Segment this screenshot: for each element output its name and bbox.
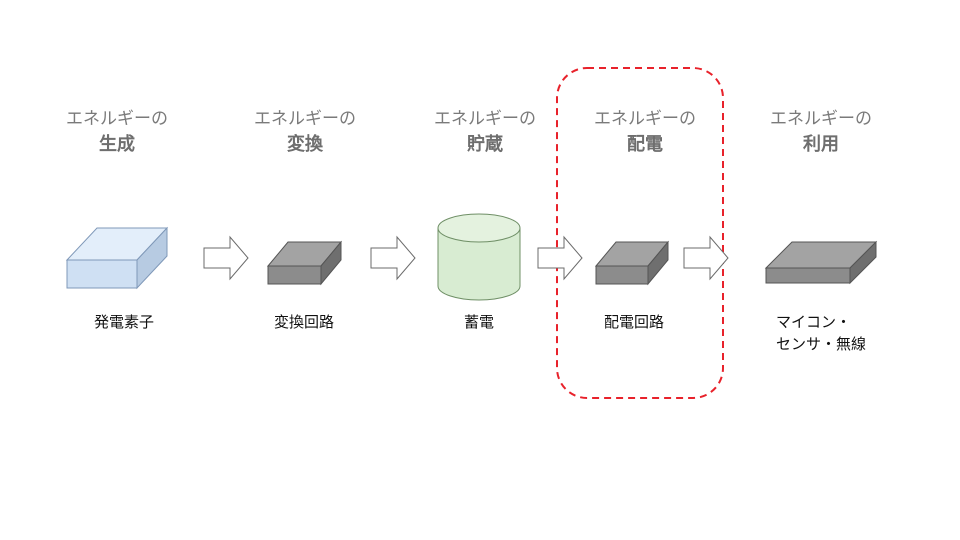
caption-storage: 蓄電	[463, 313, 494, 331]
highlight-box	[556, 67, 724, 399]
arrow-right-icon	[370, 235, 416, 281]
arrow-right-icon	[203, 235, 249, 281]
caption-distribution: 配電回路	[603, 313, 664, 331]
stage-header-line1: エネルギーの	[434, 109, 536, 129]
caption-generator: 発電素子	[93, 313, 154, 331]
stage-header-storage: エネルギーの 貯蔵	[410, 106, 560, 158]
stage-header-line1: エネルギーの	[594, 109, 696, 129]
caption-converter: 変換回路	[273, 313, 334, 331]
stage-header-title: 変換	[287, 134, 323, 155]
caption-utilization: マイコン・ センサ・無線	[776, 311, 896, 355]
arrow-right-icon	[683, 235, 729, 281]
stage-header-utilization: エネルギーの 利用	[746, 106, 896, 158]
stage-header-line1: エネルギーの	[66, 109, 168, 129]
distribution-block-icon	[594, 240, 670, 286]
converter-block-icon	[266, 240, 343, 286]
stage-header-conversion: エネルギーの 変換	[230, 106, 380, 158]
stage-header-title: 生成	[99, 134, 135, 155]
stage-header-line1: エネルギーの	[254, 109, 356, 129]
stage-header-title: 利用	[803, 134, 839, 155]
stage-header-generation: エネルギーの 生成	[42, 106, 192, 158]
storage-cylinder-icon	[437, 213, 521, 301]
stage-header-title: 貯蔵	[467, 134, 503, 155]
stage-header-distribution: エネルギーの 配電	[570, 106, 720, 158]
stage-header-line1: エネルギーの	[770, 109, 872, 129]
generator-block-icon	[65, 226, 169, 290]
caption-utilization-line1: マイコン・	[776, 313, 852, 331]
arrow-right-icon	[537, 235, 583, 281]
stage-header-title: 配電	[627, 134, 663, 155]
caption-utilization-line2: センサ・無線	[776, 335, 867, 353]
device-board-icon	[764, 240, 878, 285]
